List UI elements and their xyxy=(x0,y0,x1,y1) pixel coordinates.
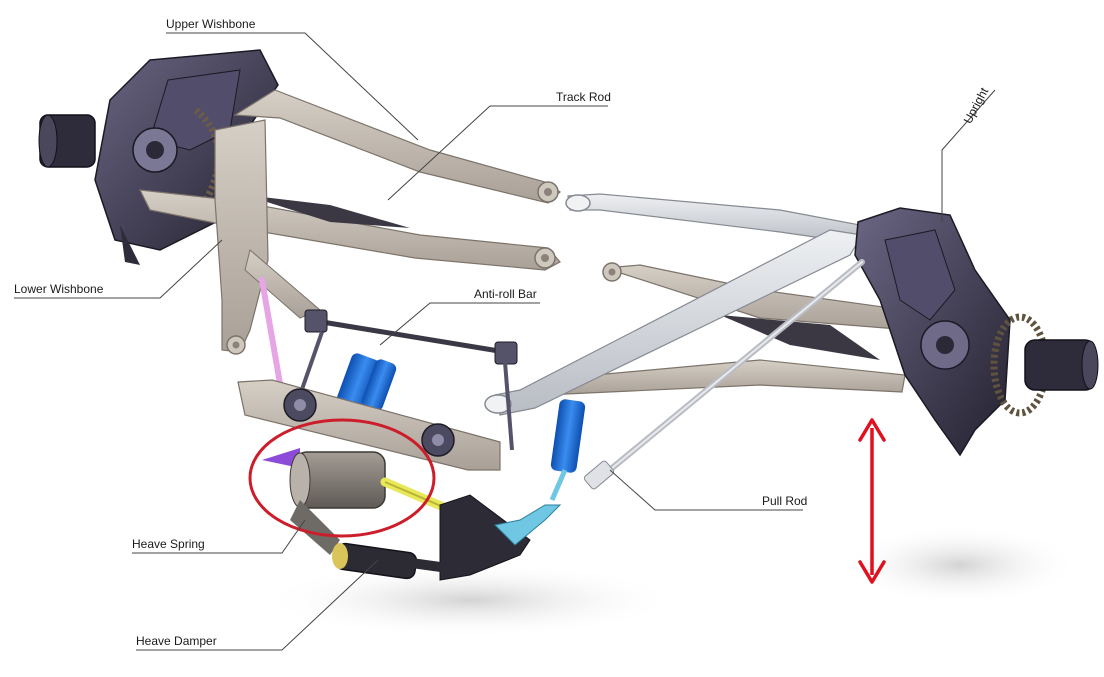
leader-pull-rod xyxy=(609,469,803,511)
leader-track-rod xyxy=(387,105,608,201)
label-track-rod: Track Rod xyxy=(556,90,611,104)
label-upper-wishbone: Upper Wishbone xyxy=(166,17,256,31)
leader-heave-spring xyxy=(132,519,306,554)
leader-upper-wishbone xyxy=(166,32,419,141)
label-pull-rod: Pull Rod xyxy=(762,494,808,508)
leader-upright xyxy=(941,89,996,222)
leader-lower-wishbone xyxy=(14,239,223,299)
heave-spring-assembly xyxy=(262,448,460,555)
label-lower-wishbone: Lower Wishbone xyxy=(14,282,104,296)
heave-spring-highlight xyxy=(248,418,436,538)
lower-wishbone xyxy=(138,119,561,355)
heave-damper xyxy=(332,494,562,581)
upper-wishbone xyxy=(233,89,561,204)
anti-roll-bar xyxy=(298,309,518,451)
label-anti-roll-bar: Anti-roll Bar xyxy=(474,287,537,301)
damper-right xyxy=(549,399,586,501)
ground-shadow-right xyxy=(840,525,1080,605)
leader-lines xyxy=(14,32,996,651)
leader-anti-roll-bar xyxy=(379,302,540,346)
label-heave-spring: Heave Spring xyxy=(132,537,205,551)
right-upright xyxy=(854,207,1099,457)
push-rod-left xyxy=(259,277,285,398)
leader-heave-damper xyxy=(136,559,379,651)
vertical-double-arrow xyxy=(858,418,886,584)
rocker-plate xyxy=(237,379,501,471)
label-heave-damper: Heave Damper xyxy=(136,634,217,648)
ground-shadow-left xyxy=(260,562,680,638)
